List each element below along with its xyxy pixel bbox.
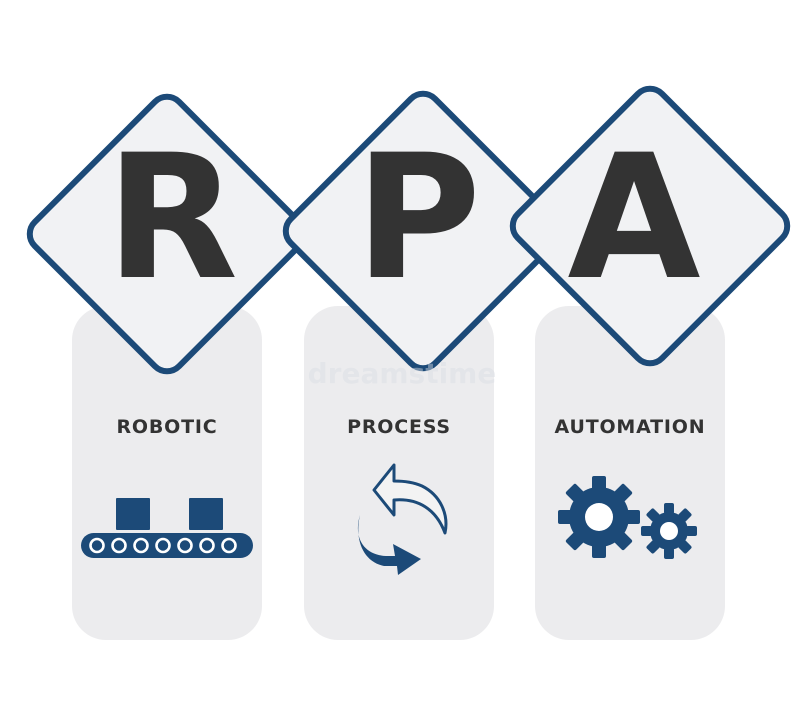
cycle-arrows-icon (357, 463, 448, 575)
automation-panel (535, 306, 725, 640)
automation-label: AUTOMATION (554, 416, 706, 438)
gears-icon (558, 476, 697, 559)
process-label: PROCESS (347, 416, 451, 438)
letter-r: R (105, 117, 239, 318)
letter-p: P (354, 117, 482, 318)
process-panel (304, 306, 494, 640)
conveyor-belt-icon (81, 498, 253, 558)
robotic-label: ROBOTIC (116, 416, 218, 438)
letter-a: A (567, 117, 701, 318)
